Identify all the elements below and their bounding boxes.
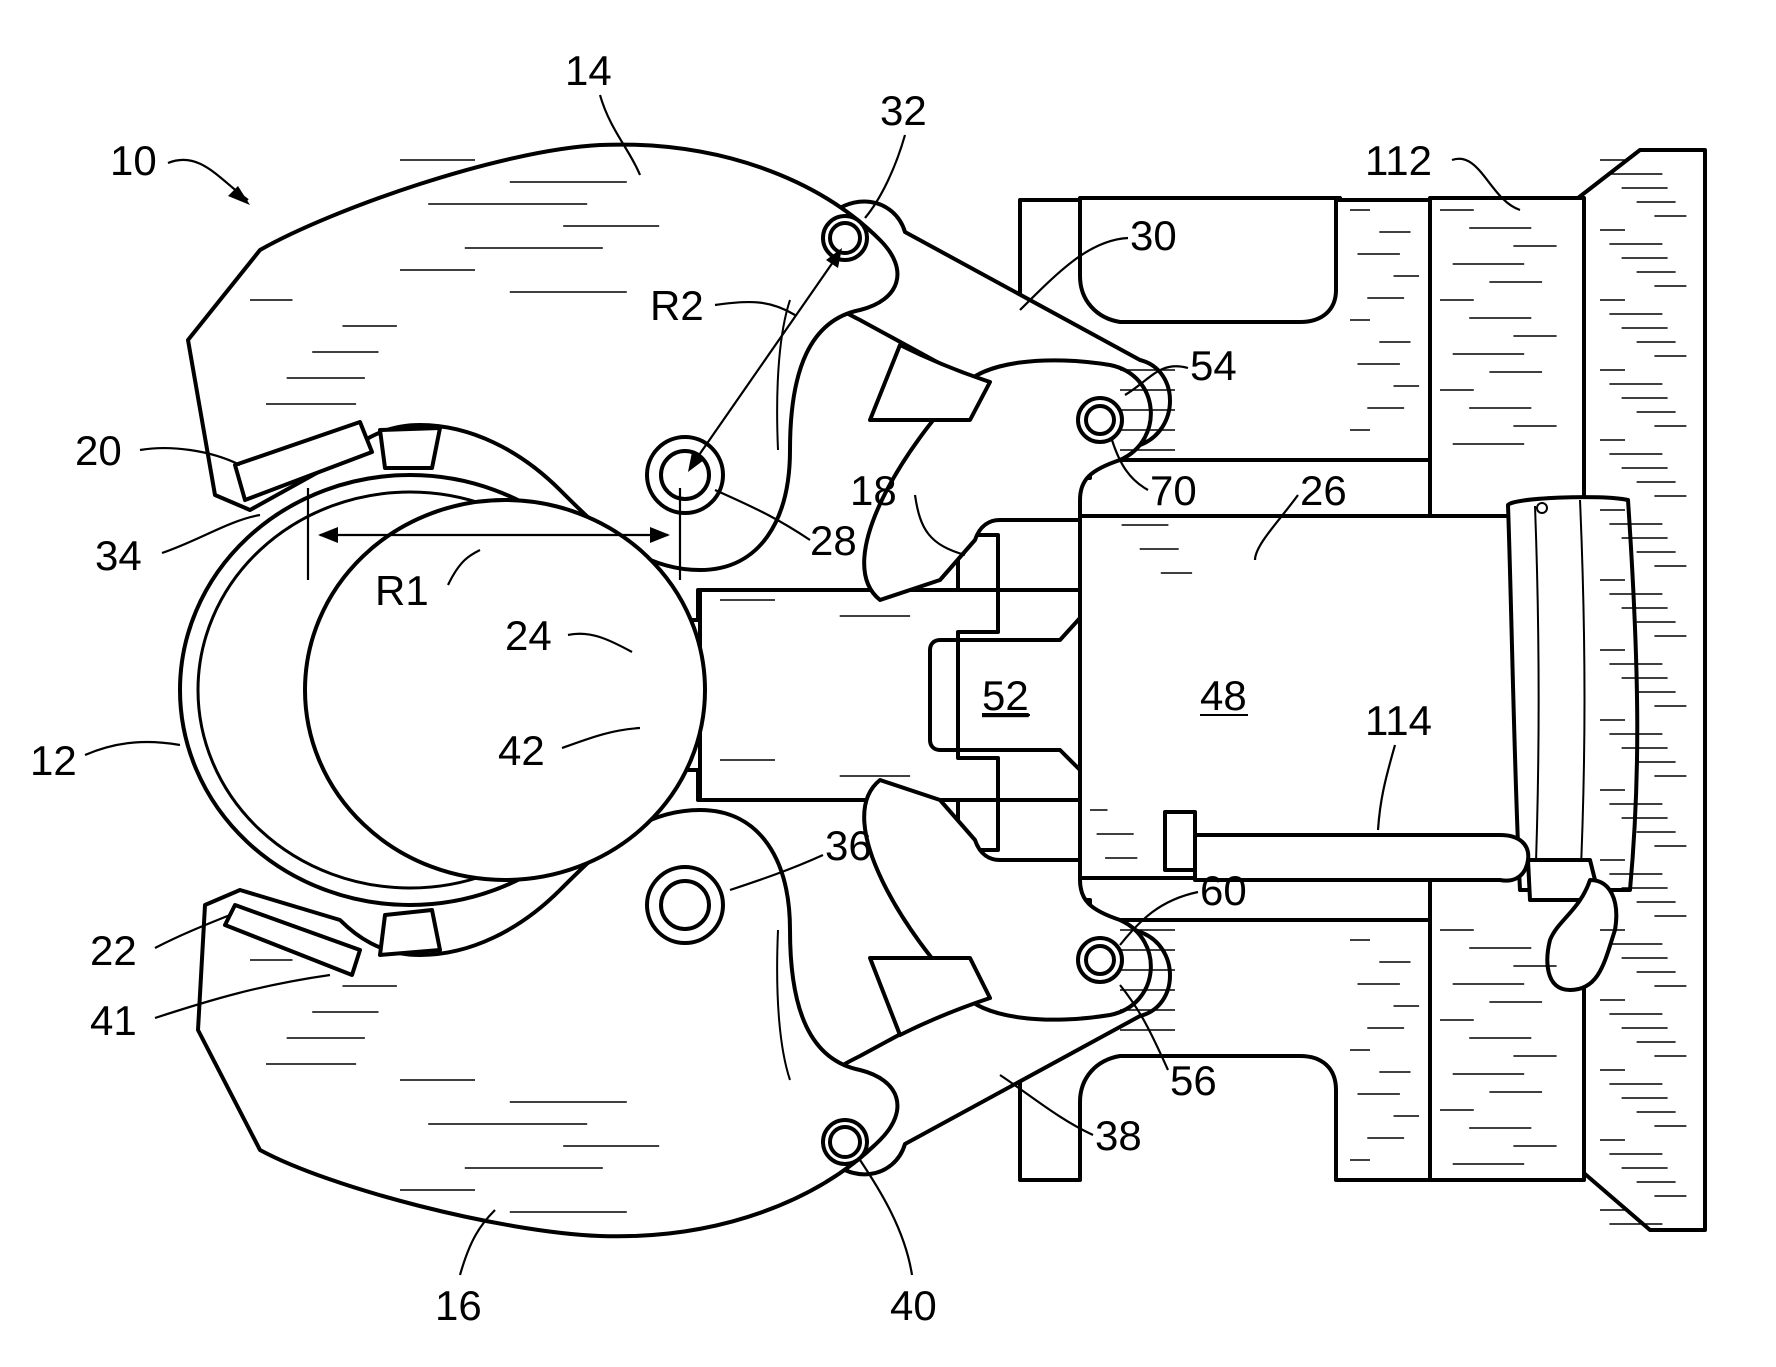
label-18: 18 <box>850 467 897 514</box>
label-28: 28 <box>810 517 857 564</box>
label-36: 36 <box>825 822 872 869</box>
label-60: 60 <box>1200 867 1247 914</box>
label-20: 20 <box>75 427 122 474</box>
label-42: 42 <box>498 727 545 774</box>
label-40: 40 <box>890 1282 937 1329</box>
label-22: 22 <box>90 927 137 974</box>
label-14: 14 <box>565 47 612 94</box>
pipe <box>180 475 705 905</box>
label-56: 56 <box>1170 1057 1217 1104</box>
label-52: 52 <box>982 672 1029 719</box>
label-48: 48 <box>1200 672 1247 719</box>
label-114: 114 <box>1365 697 1432 744</box>
label-12: 12 <box>30 737 77 784</box>
label-R1: R1 <box>375 567 429 614</box>
label-34: 34 <box>95 532 142 579</box>
label-26: 26 <box>1300 467 1347 514</box>
label-112: 112 <box>1365 137 1432 184</box>
label-70: 70 <box>1150 467 1197 514</box>
label-38: 38 <box>1095 1112 1142 1159</box>
label-16: 16 <box>435 1282 482 1329</box>
label-30: 30 <box>1130 212 1177 259</box>
label-24: 24 <box>505 612 552 659</box>
label-R2: R2 <box>650 282 704 329</box>
label-32: 32 <box>880 87 927 134</box>
label-10: 10 <box>110 137 157 184</box>
label-41: 41 <box>90 997 137 1044</box>
label-54: 54 <box>1190 342 1237 389</box>
